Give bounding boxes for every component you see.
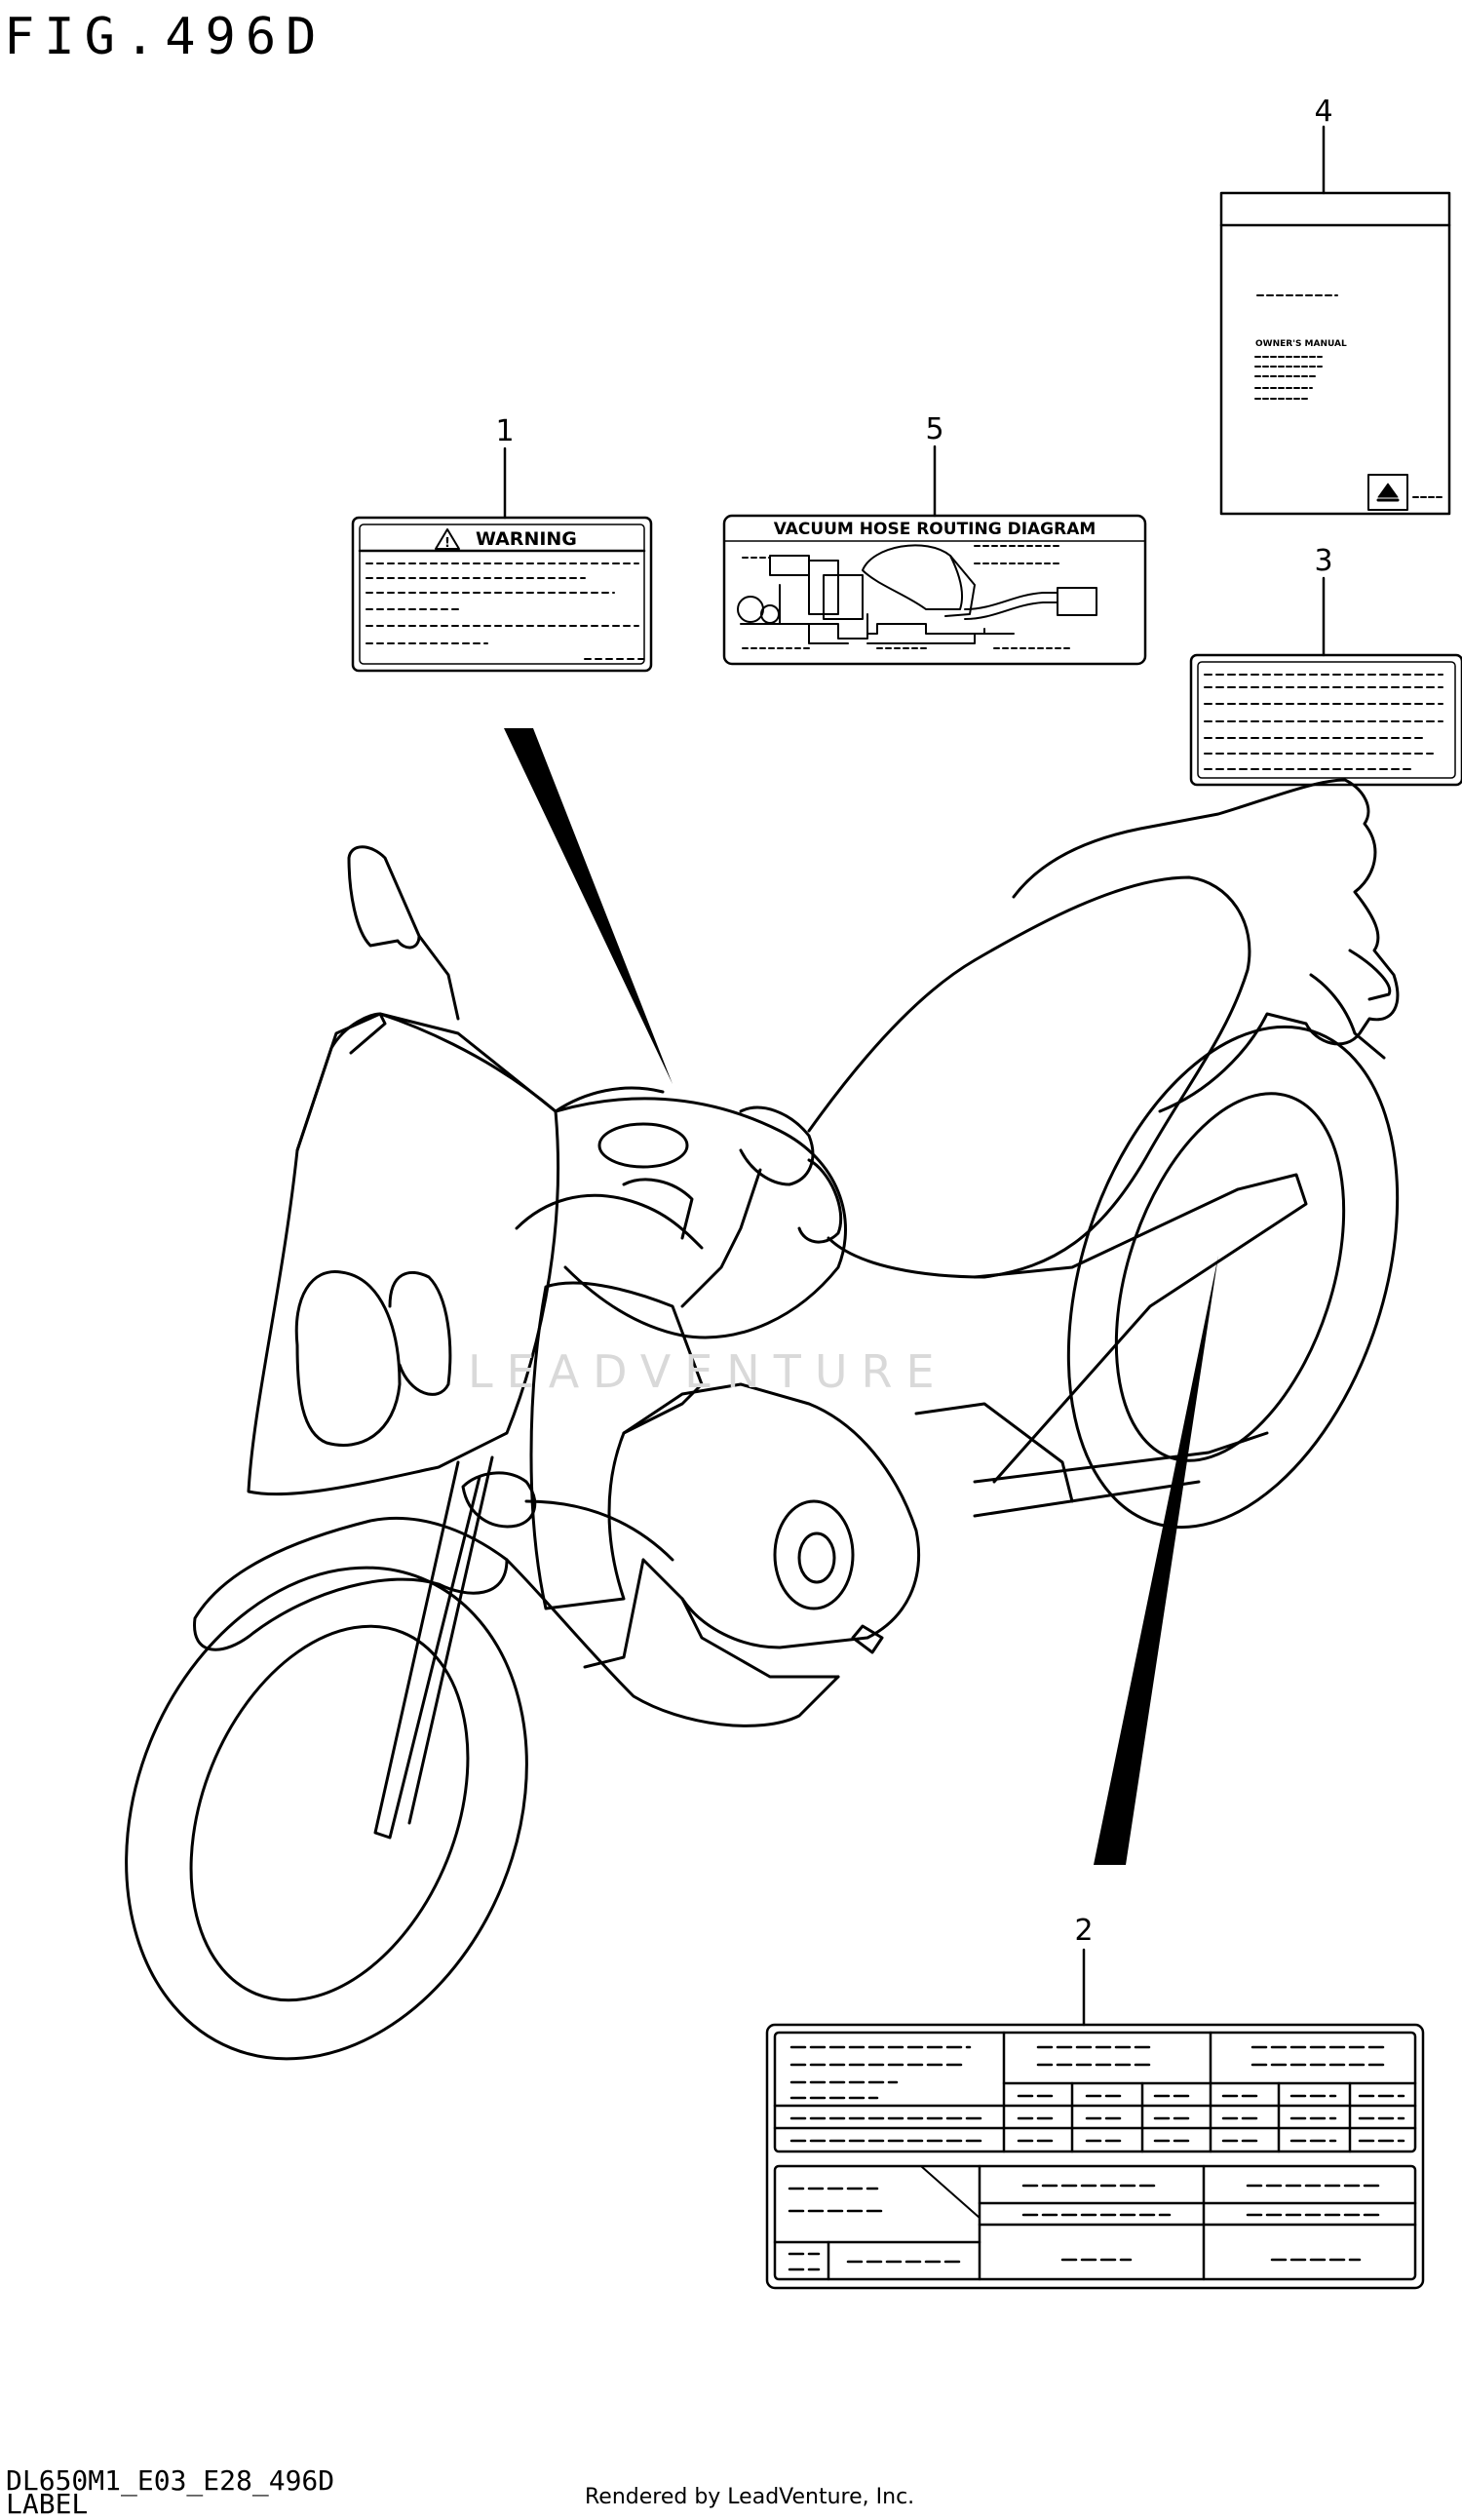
information-label[interactable] xyxy=(765,2023,1425,2290)
vacuum-heading: VACUUM HOSE ROUTING DIAGRAM xyxy=(774,520,1096,539)
pointer-wedge-1 xyxy=(504,728,673,1084)
warning-triangle-icon: ! xyxy=(444,536,450,551)
callout-2[interactable]: 2 xyxy=(1074,1914,1093,1948)
small-label[interactable] xyxy=(1189,653,1462,787)
warning-label[interactable] xyxy=(351,516,653,673)
watermark: LEADVENTURE xyxy=(468,1345,948,1398)
render-credit: Rendered by LeadVenture, Inc. xyxy=(585,2485,915,2509)
callout-5[interactable]: 5 xyxy=(925,412,943,446)
callout-1[interactable]: 1 xyxy=(495,414,514,448)
pointer-wedge-2 xyxy=(1094,1256,1218,1865)
figure-caption: LABEL xyxy=(6,2488,89,2520)
figure-title: FIG.496D xyxy=(4,8,327,66)
manual-heading: OWNER'S MANUAL xyxy=(1255,339,1347,349)
part-code: DL650M1_E03_E28_496D xyxy=(6,2464,335,2497)
owners-manual[interactable] xyxy=(1219,191,1451,516)
callout-4[interactable]: 4 xyxy=(1314,95,1332,129)
callout-3[interactable]: 3 xyxy=(1314,544,1332,578)
warning-heading: WARNING xyxy=(476,528,577,550)
motorcycle-outline xyxy=(125,778,1400,2061)
